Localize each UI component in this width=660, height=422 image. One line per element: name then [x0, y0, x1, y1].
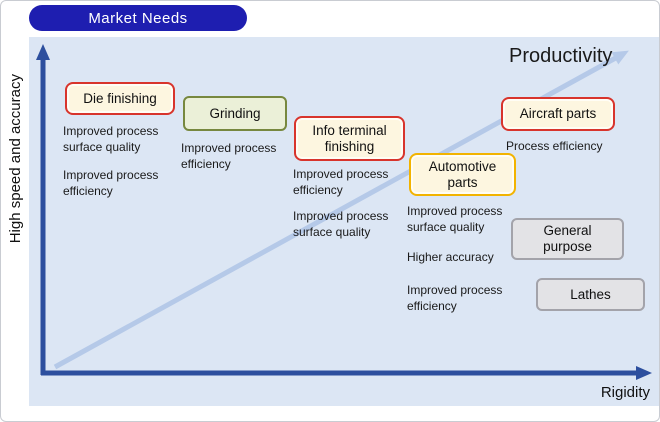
box-die-finishing: Die finishing	[65, 82, 175, 115]
note-grinding-efficiency: Improved process efficiency	[181, 141, 277, 171]
note-automotive-higher-accuracy: Higher accuracy	[407, 250, 494, 264]
box-general-purpose: General purpose	[511, 218, 624, 260]
box-info-terminal-finishing: Info terminal finishing	[294, 116, 405, 161]
box-grinding-label: Grinding	[209, 105, 261, 121]
box-lathes: Lathes	[536, 278, 645, 311]
note-automotive-efficiency: Improved process efficiency	[407, 283, 503, 313]
note-die-surface-quality: Improved process surface quality	[63, 124, 159, 154]
y-axis-label-text: High speed and accuracy	[6, 74, 24, 244]
y-axis-label: High speed and accuracy	[1, 39, 29, 279]
box-lathes-label: Lathes	[570, 286, 611, 302]
note-info-surface-quality: Improved process surface quality	[293, 209, 389, 239]
box-aircraft-parts-label: Aircraft parts	[519, 106, 597, 122]
productivity-label: Productivity	[509, 45, 613, 67]
box-general-purpose-label: General purpose	[543, 223, 592, 254]
note-automotive-surface-quality: Improved process surface quality	[407, 204, 503, 234]
box-automotive-parts: Automotive parts	[409, 153, 516, 196]
box-automotive-parts-label: Automotive parts	[428, 158, 497, 190]
x-axis-label: Rigidity	[600, 384, 650, 401]
note-info-efficiency: Improved process efficiency	[293, 167, 389, 197]
box-grinding: Grinding	[183, 96, 287, 131]
box-die-finishing-label: Die finishing	[83, 90, 157, 106]
market-needs-badge: Market Needs	[29, 5, 247, 31]
box-info-terminal-finishing-label: Info terminal finishing	[312, 122, 387, 154]
note-aircraft-efficiency: Process efficiency	[506, 139, 603, 153]
box-aircraft-parts: Aircraft parts	[501, 97, 615, 131]
note-die-efficiency: Improved process efficiency	[63, 168, 159, 198]
